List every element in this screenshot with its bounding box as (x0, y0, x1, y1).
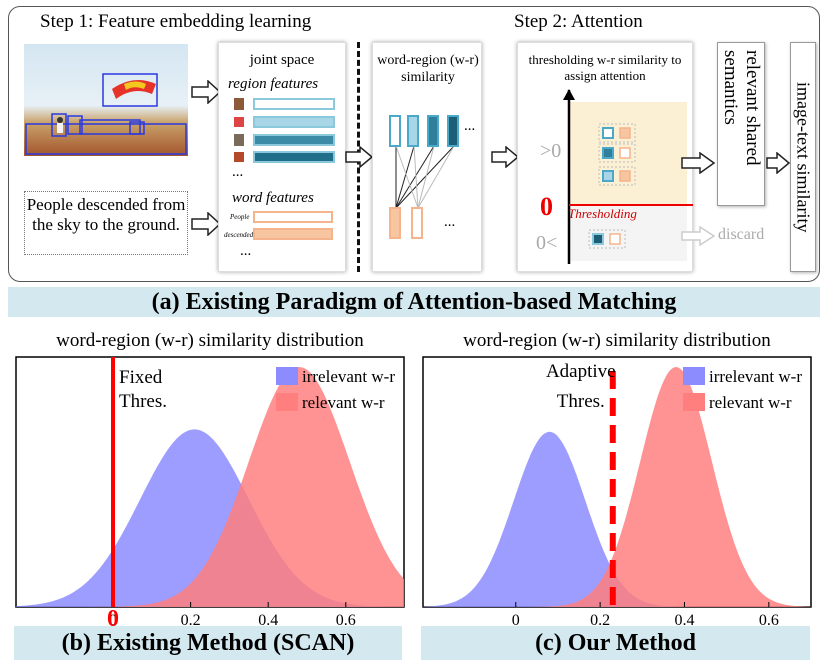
image-text-similarity-box (790, 42, 816, 272)
pair-neg-1 (588, 229, 626, 249)
x-tick-label: 0.6 (336, 612, 356, 627)
image-region-boxes (25, 73, 187, 155)
region-ellipsis: ... (232, 164, 244, 180)
word-node (389, 207, 401, 239)
feature-bar (253, 98, 335, 110)
legend-swatch (683, 367, 705, 385)
pair-pos-1 (598, 123, 636, 143)
pair-pos-2 (598, 143, 636, 163)
series-area-irrelevant (423, 431, 811, 607)
joint-space-label: joint space (249, 52, 315, 68)
legend-swatch (276, 367, 298, 385)
region-node (447, 115, 459, 147)
step2-title: Step 2: Attention (514, 11, 643, 32)
pair-pos-3 (598, 166, 636, 186)
caption-c: (c) Our Method (421, 626, 810, 660)
legend-label: relevant w-r (302, 393, 385, 412)
parachute-stripe (124, 81, 146, 90)
legend-swatch (276, 393, 298, 411)
threshold-label: Thres. (557, 391, 605, 412)
arrow-right-icon (766, 152, 791, 174)
feature-bar (253, 211, 333, 223)
region-thumb (234, 117, 244, 127)
zero-label: 0 (540, 192, 553, 221)
region-node (389, 115, 401, 147)
step1-title: Step 1: Feature embedding learning (40, 11, 312, 32)
paradigm-frame (8, 6, 820, 282)
region-node-ellipsis: ... (464, 118, 476, 134)
region-thumb (234, 98, 244, 110)
wr-similarity-label: word-region (w-r) similarity (377, 53, 479, 85)
region-box (79, 119, 141, 135)
feature-bar (253, 228, 333, 240)
region-node (427, 115, 439, 147)
word-descended: descended (224, 231, 254, 239)
person-body (57, 123, 63, 133)
thresholding-label: Thresholding (568, 206, 637, 221)
region-node (407, 115, 419, 147)
region-features-label: region features (228, 76, 319, 92)
threshold-plot (563, 89, 693, 264)
chart-c-title: word-region (w-r) similarity distributio… (463, 330, 771, 351)
y-axis-arrow (563, 89, 575, 100)
series-area-relevant (423, 367, 811, 607)
region-box (25, 123, 187, 155)
x-tick-label: 0 (109, 612, 117, 627)
legend-swatch (683, 393, 705, 411)
feature-bar (253, 134, 335, 146)
person (57, 117, 63, 123)
x-tick-label: 0.6 (759, 612, 779, 627)
discard-arrow-icon (681, 226, 716, 246)
relevant-semantics-label: relevant shared semantics (720, 50, 763, 166)
region-box (51, 113, 67, 137)
caption-a: (a) Existing Paradigm of Attention-based… (8, 287, 820, 317)
x-tick-label: 0.4 (674, 612, 694, 627)
x-tick-label: 0 (512, 612, 520, 627)
word-ellipsis: ... (240, 243, 252, 259)
example-image (24, 44, 188, 156)
word-features-label: word features (232, 190, 314, 206)
word-node (411, 207, 423, 239)
chart-b-title: word-region (w-r) similarity distributio… (56, 330, 364, 351)
threshold-label: Fixed (119, 367, 163, 388)
threshold-marker: 0 (107, 606, 119, 627)
arrow-right-icon (491, 146, 520, 168)
thresholding-title: thresholding w-r similarity to assign at… (528, 52, 682, 83)
region-thumb (234, 152, 244, 162)
region-box (102, 73, 158, 107)
arrow-right-icon (191, 80, 222, 104)
series-area-relevant (16, 367, 404, 607)
word-node-ellipsis: ... (444, 214, 456, 230)
region-thumb (234, 134, 244, 146)
caption-box: People descended from the sky to the gro… (24, 191, 188, 255)
discard-label: discard (718, 226, 765, 243)
x-tick-label: 0.4 (258, 612, 278, 627)
gt-zero-label: >0 (540, 140, 562, 162)
threshold-label: Adaptive (546, 361, 616, 382)
word-people: People (230, 213, 250, 221)
feature-bar (253, 151, 335, 163)
region-box (129, 121, 145, 135)
arrow-right-icon (345, 146, 374, 168)
x-tick-label: 0.2 (590, 612, 610, 627)
legend-label: irrelevant w-r (709, 367, 802, 386)
relevant-semantics-box (717, 42, 765, 206)
region-box (67, 115, 83, 135)
arrow-right-icon (191, 212, 222, 236)
word-feature-bars (253, 211, 333, 240)
threshold-label: Thres. (119, 391, 167, 412)
image-text-similarity-label: image-text similarity (793, 81, 814, 233)
feature-bar (253, 116, 335, 128)
similarity-graph (389, 115, 459, 239)
caption-b: (b) Existing Method (SCAN) (14, 626, 402, 660)
legend-label: irrelevant w-r (302, 367, 395, 386)
legend-label: relevant w-r (709, 393, 792, 412)
region-feature-bars (234, 98, 335, 163)
arrow-right-icon (681, 152, 716, 174)
x-tick-label: 0.2 (181, 612, 201, 627)
lt-zero-label: 0< (536, 232, 558, 254)
